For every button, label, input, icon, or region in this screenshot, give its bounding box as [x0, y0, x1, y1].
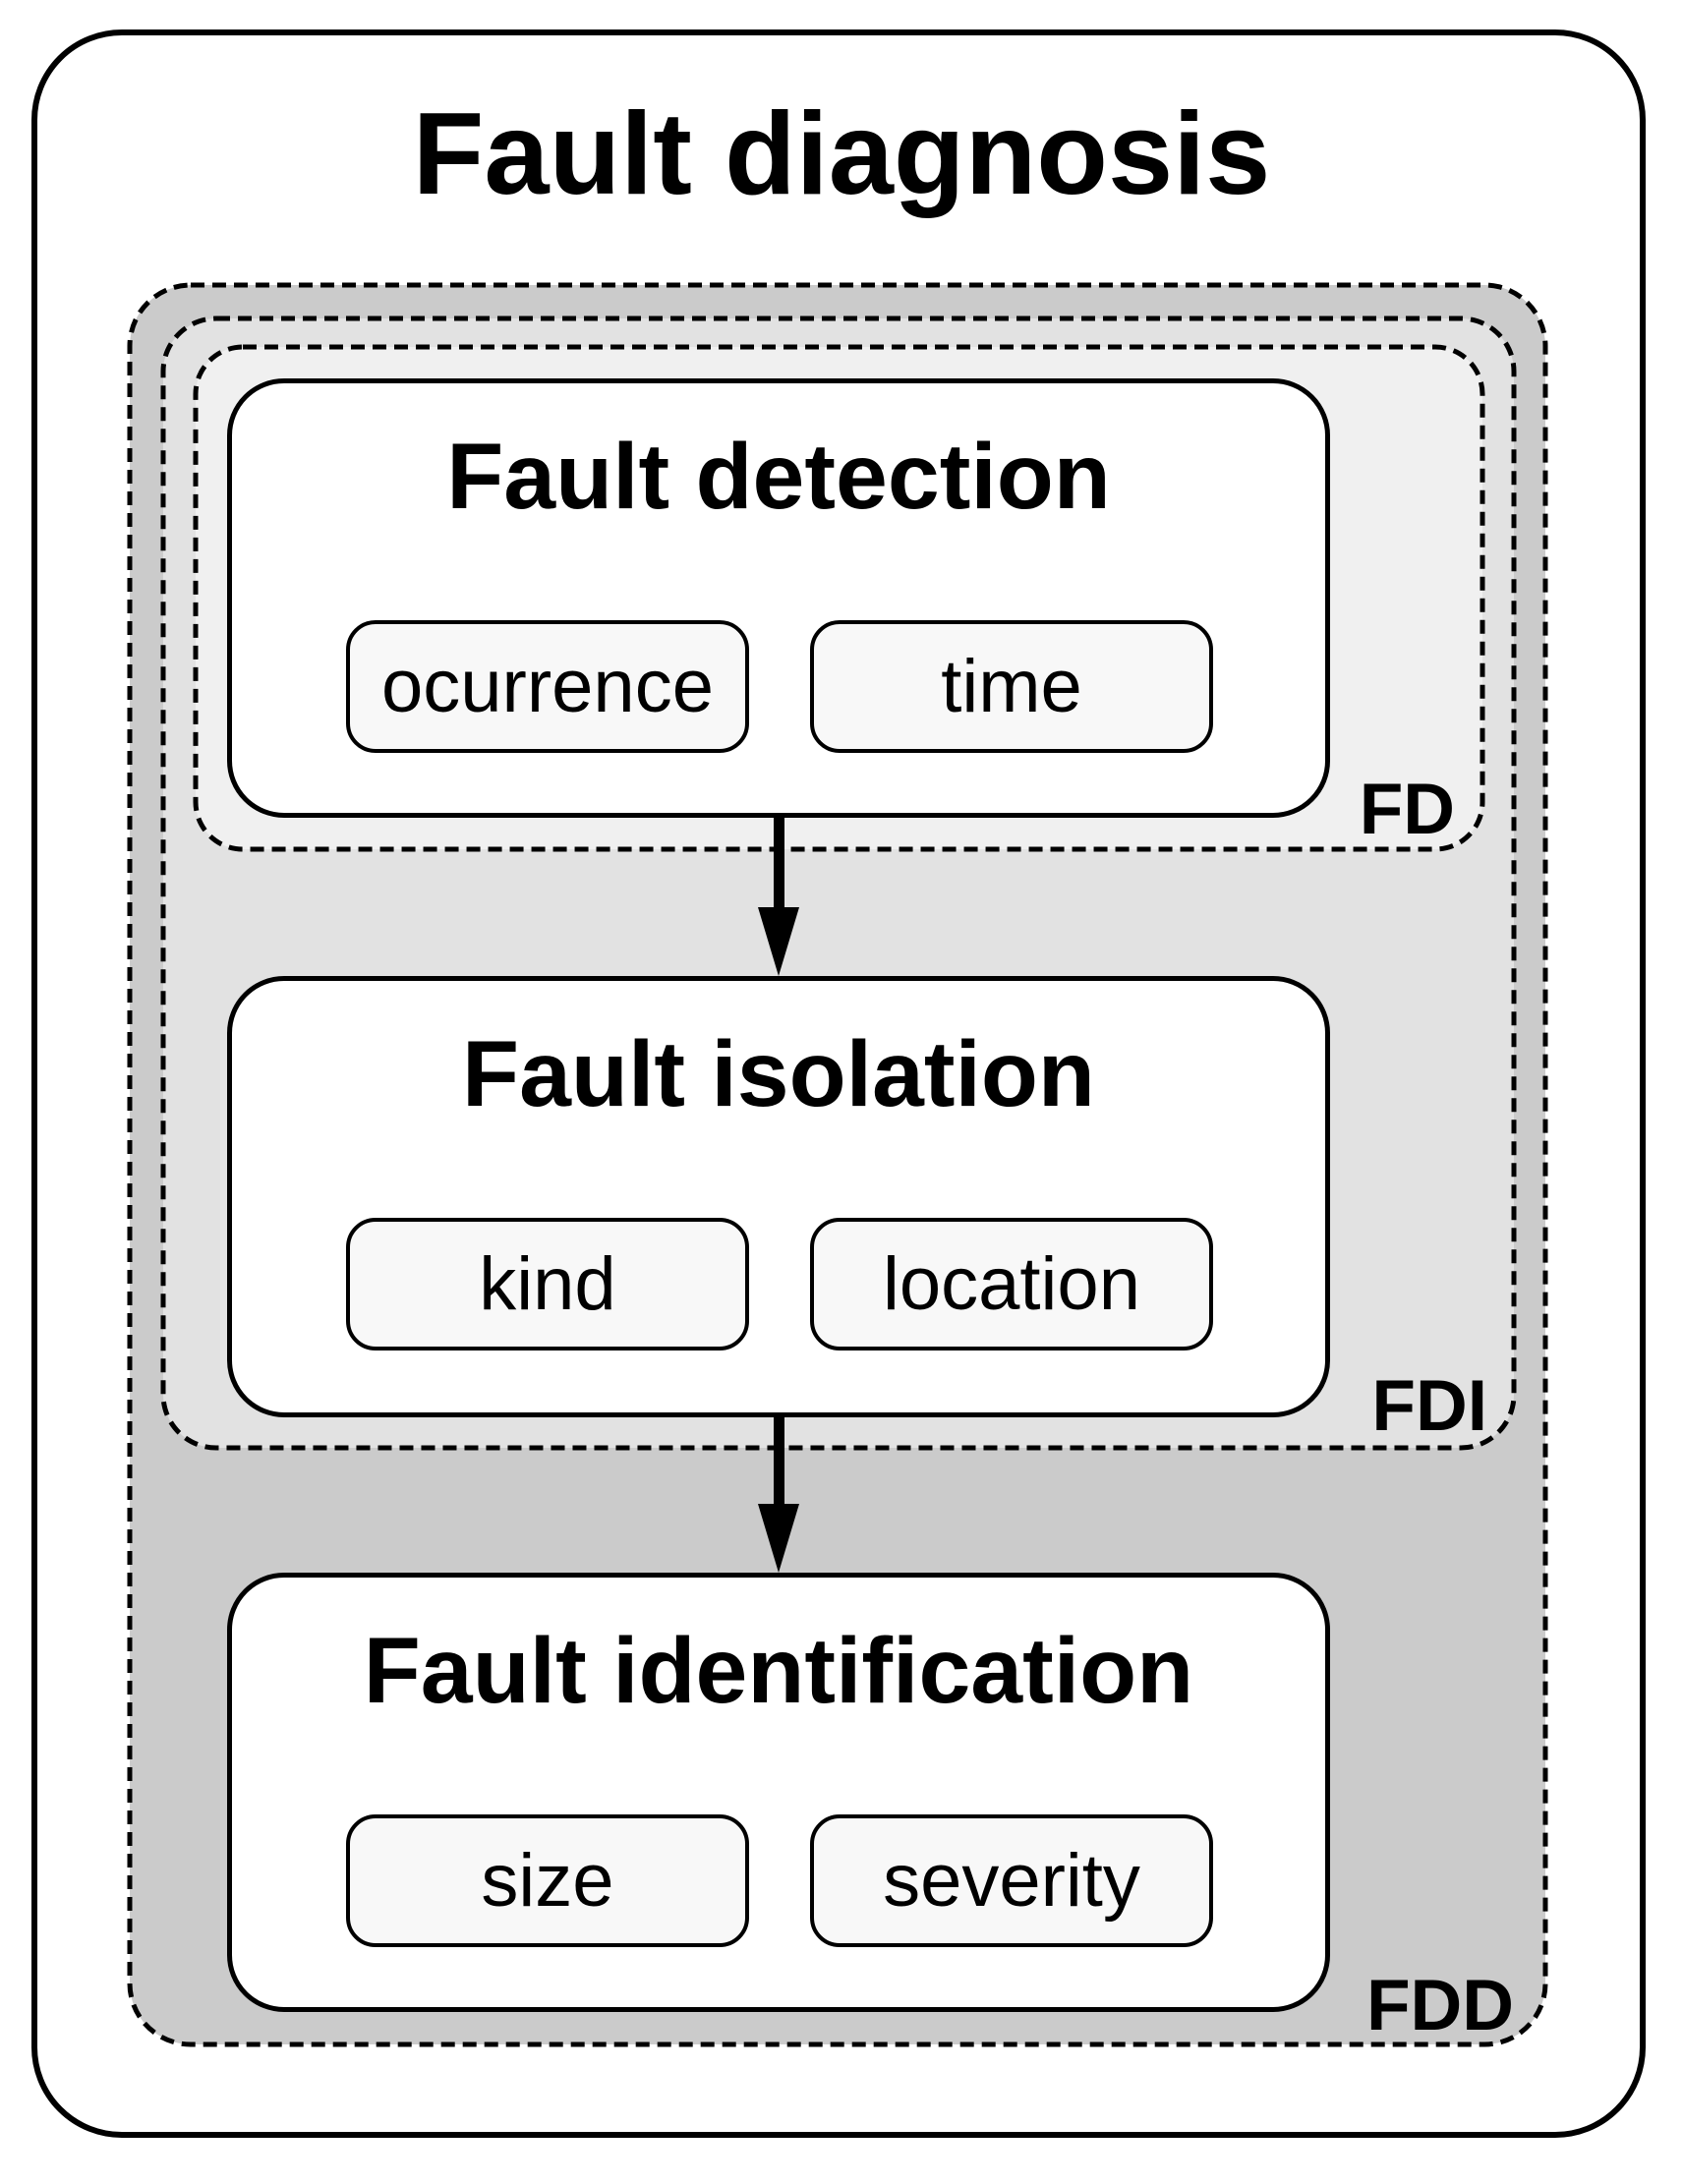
fdd-region-label: FDD [1365, 1966, 1514, 2045]
fd-region-label: FD [1359, 770, 1455, 849]
fault-detection-title: Fault detection [446, 425, 1111, 529]
kind-box: kind [346, 1218, 749, 1351]
arrow-down-icon [774, 816, 784, 914]
ocurrence-box: ocurrence [346, 620, 749, 753]
arrow-down-icon [774, 1415, 784, 1510]
fdi-region-label: FDI [1371, 1366, 1487, 1446]
location-box: location [810, 1218, 1213, 1351]
fault-identification-box: Fault identification size severity [227, 1573, 1330, 2012]
page-title: Fault diagnosis [412, 88, 1271, 219]
fault-isolation-title: Fault isolation [462, 1022, 1095, 1126]
size-box: size [346, 1814, 749, 1947]
severity-box: severity [810, 1814, 1213, 1947]
arrow-down-head-icon [758, 1504, 799, 1573]
fault-identification-title: Fault identification [363, 1619, 1194, 1723]
arrow-down-head-icon [758, 907, 799, 976]
time-box: time [810, 620, 1213, 753]
fault-detection-box: Fault detection ocurrence time [227, 378, 1330, 818]
fault-isolation-box: Fault isolation kind location [227, 976, 1330, 1417]
